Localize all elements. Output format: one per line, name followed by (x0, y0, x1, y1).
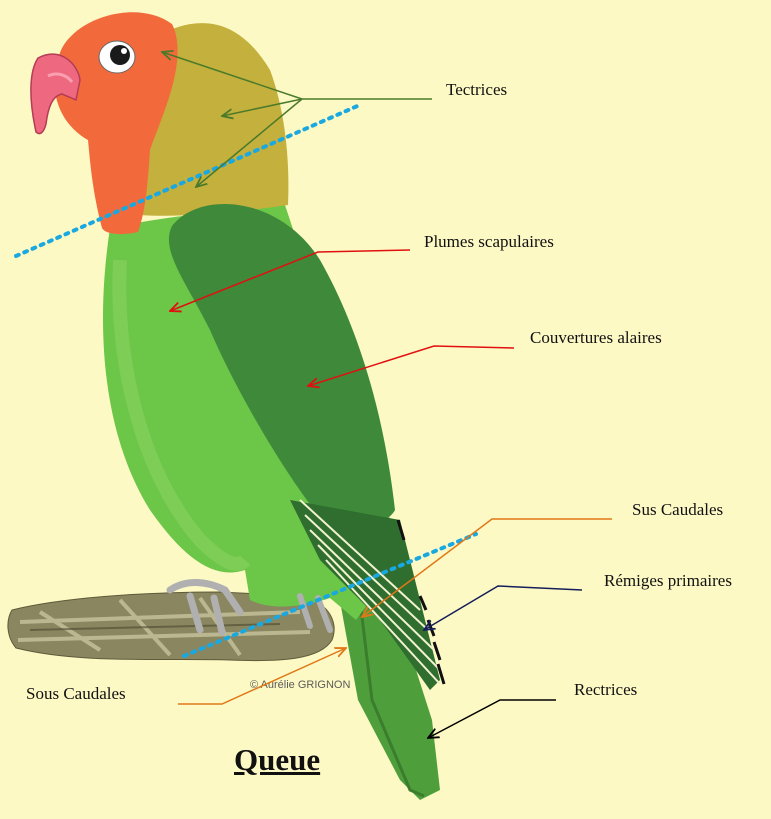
diagram-title: Queue (234, 742, 320, 778)
label-remiges-primaires: Rémiges primaires (604, 571, 732, 591)
label-sus-caudales: Sus Caudales (632, 500, 723, 520)
label-sous-caudales: Sous Caudales (26, 684, 126, 704)
remiges-primaires-arrow (424, 586, 582, 630)
rectrices-arrow (428, 700, 556, 738)
label-plumes-scapulaires: Plumes scapulaires (424, 232, 554, 252)
label-rectrices: Rectrices (574, 680, 637, 700)
lovebird-illustration: © Aurélie GRIGNON (31, 12, 444, 800)
label-tectrices: Tectrices (446, 80, 507, 100)
label-couvertures-alaires: Couvertures alaires (530, 328, 662, 348)
